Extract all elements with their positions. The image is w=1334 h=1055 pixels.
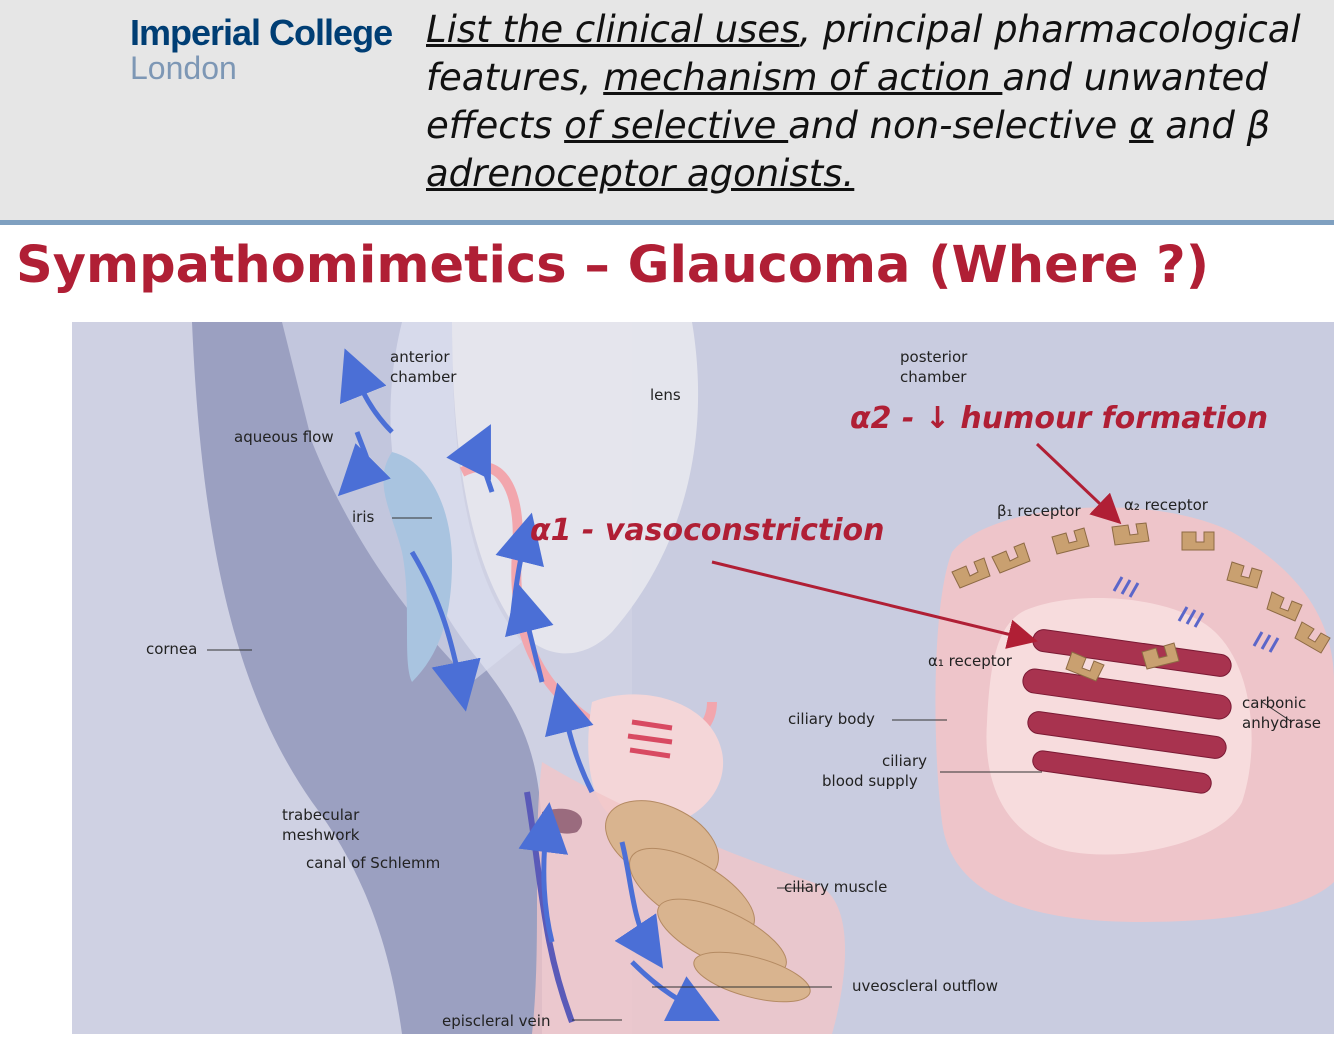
- label-carbonic-1: carbonic: [1242, 694, 1306, 712]
- objective-line-3: effects of selective and non-selective α…: [426, 102, 1334, 150]
- label-canal-schlemm: canal of Schlemm: [306, 854, 440, 872]
- label-episcleral-vein: episcleral vein: [442, 1012, 550, 1030]
- label-trabecular-2: meshwork: [282, 826, 360, 844]
- objective-clinical-uses: List the clinical uses: [426, 8, 800, 51]
- aqueous-flow-arrows: [337, 348, 720, 1021]
- carbonic-anhydrase-shapes: [1112, 576, 1280, 653]
- college-logo-line1: Imperial College: [130, 12, 393, 53]
- college-logo-line2: London: [130, 50, 237, 86]
- ciliary-muscle-shape: [605, 800, 811, 1003]
- label-alpha1-receptor: α₁ receptor: [928, 652, 1013, 670]
- ciliary-blood-vessels: [1022, 629, 1232, 794]
- annotation-alpha1: α1 - vasoconstriction: [530, 513, 885, 548]
- label-aqueous-flow: aqueous flow: [234, 428, 334, 446]
- ciliary-process-vessels: [627, 719, 673, 759]
- header-divider: [0, 220, 1334, 225]
- label-ciliary-muscle: ciliary muscle: [784, 878, 887, 896]
- objective-text: and β: [1153, 104, 1271, 147]
- objective-line-2: features, mechanism of action and unwant…: [426, 54, 1334, 102]
- objective-text: and non-selective: [788, 104, 1130, 147]
- eye-diagram: anterior chamber lens aqueous flow iris …: [72, 322, 1334, 1034]
- label-uveoscleral-outflow: uveoscleral outflow: [852, 977, 998, 995]
- label-iris: iris: [352, 508, 375, 526]
- alpha1-arrow: [711, 560, 1038, 649]
- objective-text: and unwanted: [1002, 56, 1268, 99]
- ciliary-process: [588, 694, 724, 828]
- objective-mechanism: mechanism of action: [603, 56, 1003, 99]
- label-beta1-receptor: β₁ receptor: [997, 502, 1081, 520]
- label-lens: lens: [650, 386, 681, 404]
- objective-text: effects: [426, 104, 565, 147]
- label-anterior-chamber-2: chamber: [390, 368, 457, 386]
- label-cornea: cornea: [146, 640, 197, 658]
- cornea-region: [192, 322, 542, 1034]
- label-leader-lines: [207, 517, 1293, 1021]
- slide-title: Sympathomimetics – Glaucoma (Where ?): [16, 236, 1210, 295]
- objective-text: features,: [426, 56, 604, 99]
- objective-agonists: adrenoceptor agonists.: [426, 152, 855, 195]
- label-posterior-chamber-2: chamber: [900, 368, 967, 386]
- label-carbonic-2: anhydrase: [1242, 714, 1321, 732]
- label-ciliary-blood-2: blood supply: [822, 772, 918, 790]
- objective-text: , principal pharmacological: [799, 8, 1301, 51]
- alpha2-arrow: [1035, 442, 1122, 525]
- eye-diagram-svg: anterior chamber lens aqueous flow iris …: [72, 322, 1334, 1034]
- label-posterior-chamber-1: posterior: [900, 348, 968, 366]
- label-alpha2-receptor: α₂ receptor: [1124, 496, 1209, 514]
- receptor-shapes: [951, 522, 1331, 682]
- label-anterior-chamber-1: anterior: [390, 348, 450, 366]
- objective-line-1: List the clinical uses, principal pharma…: [426, 6, 1334, 54]
- objective-line-4: adrenoceptor agonists.: [426, 150, 1334, 198]
- label-ciliary-blood-1: ciliary: [882, 752, 927, 770]
- objective-selective: of selective: [564, 104, 789, 147]
- objective-alpha: α: [1129, 104, 1154, 147]
- learning-objective: List the clinical uses, principal pharma…: [426, 6, 1334, 198]
- annotation-alpha2: α2 - ↓ humour formation: [850, 401, 1268, 436]
- slide-header: Imperial College London List the clinica…: [0, 0, 1334, 220]
- label-ciliary-body: ciliary body: [788, 710, 875, 728]
- label-trabecular-1: trabecular: [282, 806, 360, 824]
